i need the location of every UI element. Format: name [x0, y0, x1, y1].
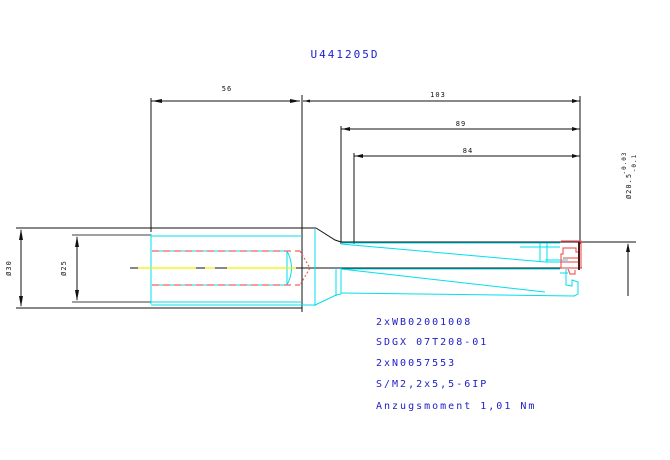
note-line: SDGX 07T208-01: [376, 337, 488, 348]
dim-diameter-30-arrows: [19, 229, 23, 307]
hidden-lines: [152, 240, 582, 286]
note-line: 2xWB02001008: [376, 317, 472, 328]
dim-body-length: 89: [456, 120, 466, 128]
dim-drill-tol-lower: -0.1: [631, 154, 638, 172]
dim-drill-tol-upper: -0.03: [621, 151, 628, 174]
dim-diameter-20-lines: [580, 241, 636, 296]
dim-diameter-25-arrows: [75, 236, 79, 301]
dim-shank-diameter: Ø30: [5, 260, 13, 276]
dim-flute-length: 84: [463, 147, 473, 155]
dim-shank-length: 56: [222, 85, 232, 93]
dim-diameter-20-arrow: [626, 243, 630, 252]
note-line: Anzugsmoment 1,01 Nm: [376, 401, 536, 412]
dimension-arrows: [152, 99, 579, 158]
dim-bore-diameter: Ø25: [60, 260, 68, 276]
notes: 2xWB02001008 SDGX 07T208-01 2xN0057553 S…: [376, 317, 536, 412]
dimension-lines: [150, 95, 581, 312]
dim-diameter-25-lines: [72, 234, 151, 303]
note-line: S/M2,2x5,5-6IP: [376, 379, 488, 390]
dim-overall-length: 103: [430, 91, 446, 99]
drawing-title: U441205D: [311, 48, 380, 61]
dim-drill-diameter: Ø20.5: [625, 173, 633, 199]
tool-contour: [130, 227, 582, 269]
dim-diameter-30-lines: [16, 227, 302, 309]
note-line: 2xN0057553: [376, 358, 456, 369]
